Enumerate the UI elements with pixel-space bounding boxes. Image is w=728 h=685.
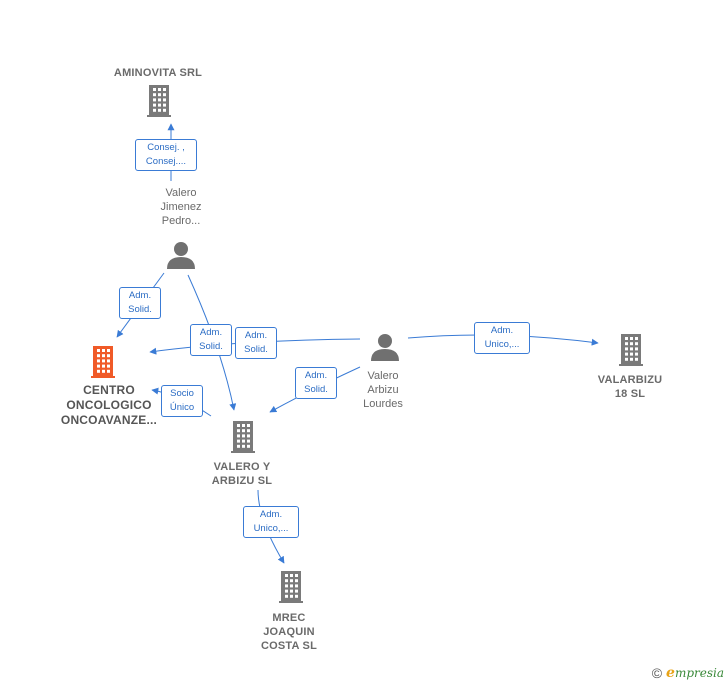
valarbizu-building-icon[interactable]: [619, 334, 643, 366]
aminovita-building-icon[interactable]: [147, 85, 171, 117]
pedro-person-icon[interactable]: [167, 242, 195, 269]
brand-watermark: © empresia: [652, 665, 724, 681]
edge-label-valero_arbizu-to-mrec[interactable]: Adm. Unico,...: [243, 506, 299, 538]
node-label-mrec[interactable]: MREC JOAQUIN COSTA SL: [261, 612, 317, 652]
edge-label-pedro-to-centro[interactable]: Adm. Solid.: [119, 287, 161, 319]
node-label-aminovita[interactable]: AMINOVITA SRL: [113, 67, 203, 79]
copyright-symbol: ©: [651, 665, 663, 681]
edge-label-pedro-to-aminovita[interactable]: Consej. , Consej....: [135, 139, 197, 171]
node-label-valero_arbizu[interactable]: VALERO Y ARBIZU SL: [211, 461, 273, 487]
edge-label-pedro-to-valero_arbizu[interactable]: Adm. Solid.: [190, 324, 232, 356]
mrec-building-icon[interactable]: [279, 571, 303, 603]
edge-label-lourdes-to-centro[interactable]: Adm. Solid.: [235, 327, 277, 359]
valero_arbizu-building-icon[interactable]: [231, 421, 255, 453]
edge-label-valero_arbizu-to-centro[interactable]: Socio Único: [161, 385, 203, 417]
icons-layer: [91, 85, 643, 603]
edge-label-lourdes-to-valarbizu[interactable]: Adm. Unico,...: [474, 322, 530, 354]
node-label-pedro[interactable]: Valero Jimenez Pedro...: [160, 187, 202, 227]
node-label-centro[interactable]: CENTRO ONCOLOGICO ONCOAVANZE...: [60, 383, 158, 427]
brand-logo: empresia: [666, 665, 724, 681]
node-label-lourdes[interactable]: Valero Arbizu Lourdes: [363, 370, 403, 410]
lourdes-person-icon[interactable]: [371, 334, 399, 361]
centro-building-icon[interactable]: [91, 346, 115, 378]
node-label-valarbizu[interactable]: VALARBIZU 18 SL: [597, 374, 663, 400]
edge-label-lourdes-to-valero_arbizu[interactable]: Adm. Solid.: [295, 367, 337, 399]
